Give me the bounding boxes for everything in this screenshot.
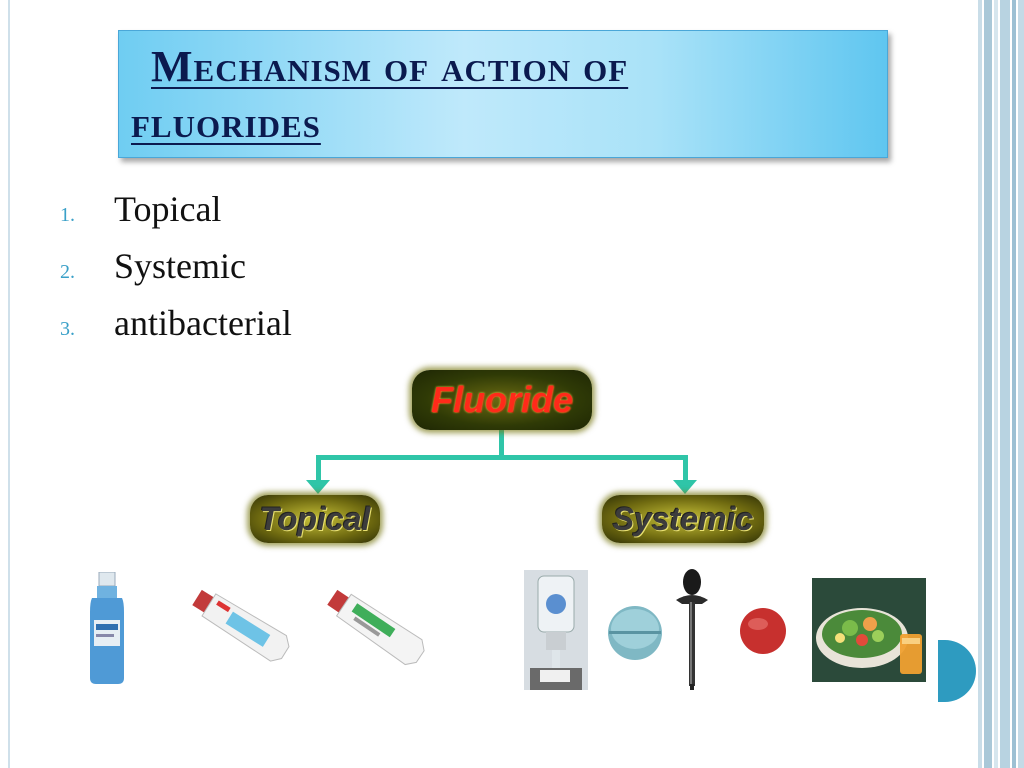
fluoride-label: Fluoride: [412, 370, 592, 430]
list-item: 3. antibacterial: [60, 302, 292, 359]
toothpaste-tube-icon: [327, 589, 425, 666]
left-border: [8, 0, 10, 768]
title-line-2: fluorides: [131, 98, 321, 147]
list-number: 1.: [60, 204, 75, 226]
fluoride-diagram: Fluoride Topical Systemic: [240, 360, 780, 560]
systemic-label: Systemic: [602, 495, 764, 543]
connector-horizontal: [316, 455, 688, 460]
list-item: 1. Topical: [60, 188, 292, 245]
list-text: Topical: [114, 189, 222, 229]
toothpaste-tube-icon: [192, 589, 290, 662]
arrow-right-icon: [673, 480, 697, 494]
decorative-stripes: [978, 0, 1024, 768]
fluoride-pill-icon: [740, 608, 786, 654]
list-item: 2. Systemic: [60, 245, 292, 302]
dropper-icon: [676, 569, 708, 690]
page-title: Mechanism of action of fluorides: [131, 39, 871, 151]
list-number: 3.: [60, 318, 75, 340]
list-text: antibacterial: [114, 303, 292, 343]
connector-left: [316, 455, 321, 485]
decorative-half-circle: [938, 640, 976, 702]
arrow-left-icon: [306, 480, 330, 494]
water-fluoridation-icon: [524, 570, 588, 690]
list-number: 2.: [60, 261, 75, 283]
mouthwash-bottle-icon: [90, 572, 124, 684]
topical-label: Topical: [250, 495, 380, 543]
mechanism-list: 1. Topical 2. Systemic 3. antibacterial: [60, 188, 292, 359]
connector-stem: [499, 430, 504, 458]
fluoride-tablet-icon: [608, 606, 662, 660]
list-text: Systemic: [114, 246, 246, 286]
connector-right: [683, 455, 688, 485]
salad-food-icon: [812, 578, 926, 682]
title-line-1: Mechanism of action of: [151, 42, 629, 91]
title-box: Mechanism of action of fluorides: [118, 30, 888, 158]
